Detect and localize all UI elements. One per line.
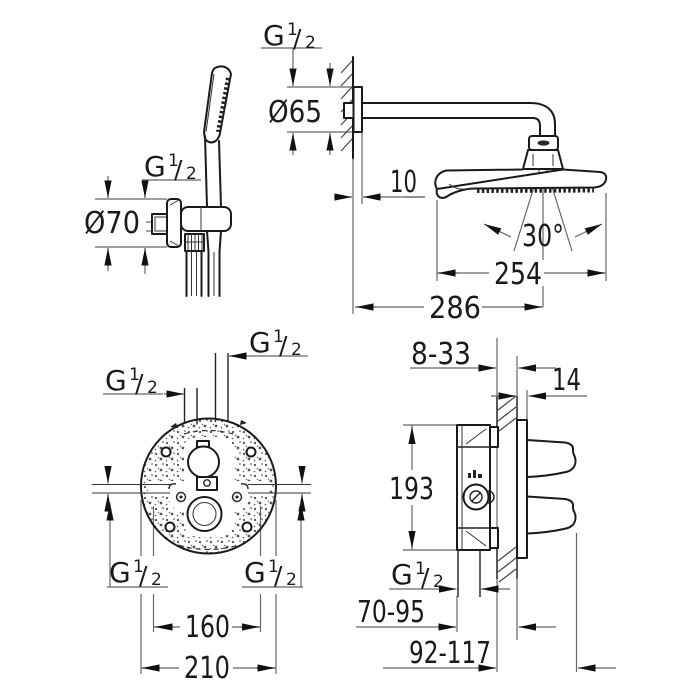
view-valve-front: 160 210 G 1 / 2 G 1 / 2 G 1 / 2 G 1 / 2: [92, 326, 311, 686]
thread-numerator: 1: [168, 151, 179, 171]
dim-backer: [489, 260, 544, 286]
dim-body-diameter: 210: [184, 651, 230, 686]
thread-slash: /: [139, 561, 148, 590]
valve-side-thread-label: G 1 / 2: [391, 558, 444, 592]
valve-front-thread-bottom-left: G 1 / 2: [109, 556, 162, 590]
dim-port-spacing: 160: [185, 610, 230, 645]
head-shower-arrows: [289, 48, 603, 238]
dim-backer: [388, 475, 436, 501]
view-head-shower: G 1 / 2 Ø65 10 30° 254 286: [261, 19, 608, 326]
dim-mounting-depth-range: 8-33: [411, 337, 471, 372]
dim-depth-min-range: 70-95: [357, 595, 425, 630]
thread-prefix: G: [244, 556, 266, 589]
thread-denominator: 2: [305, 33, 316, 53]
valve-front-arrows: [104, 352, 306, 587]
thread-slash: /: [274, 561, 283, 590]
thread-numerator: 1: [129, 365, 140, 385]
valve-front-thread-top-left: G 1 / 2: [105, 364, 158, 398]
hand-shower-dim-lines: [95, 176, 201, 274]
thread-denominator: 2: [433, 572, 444, 592]
thread-numerator: 1: [268, 557, 279, 577]
thread-numerator: 1: [287, 20, 298, 40]
thread-numerator: 1: [415, 559, 426, 579]
dim-swivel-angle: 30°: [522, 219, 564, 254]
dim-backer: [424, 295, 482, 320]
thread-prefix: G: [144, 150, 166, 183]
head-shower-arrows2: [356, 269, 605, 311]
dim-trim-thickness: 14: [552, 363, 581, 398]
valve-front-body: [92, 353, 311, 555]
head-shower-object: [343, 86, 608, 199]
thread-denominator: 2: [151, 570, 162, 590]
view-valve-side: 8-33 14 193 70-95 92-117 G 1 / 2: [356, 337, 616, 672]
dim-backer: [180, 613, 232, 640]
thread-prefix: G: [263, 19, 285, 52]
dim-hand-shower-diameter: Ø70: [84, 206, 140, 241]
dim-head-width: 254: [494, 257, 542, 292]
thread-denominator: 2: [286, 570, 297, 590]
dim-backer: [179, 654, 233, 681]
head-shower-thread-label: G 1 / 2: [263, 19, 316, 53]
dim-flange-depth: 10: [390, 165, 417, 200]
thread-prefix: G: [105, 364, 127, 397]
thread-slash: /: [174, 155, 183, 184]
dim-depth-max-range: 92-117: [409, 636, 491, 671]
valve-side-arrows: [408, 364, 596, 672]
thread-numerator: 1: [133, 557, 144, 577]
thread-prefix: G: [249, 326, 271, 359]
view-hand-shower: G 1 / 2 Ø70: [84, 65, 232, 297]
thread-slash: /: [421, 563, 430, 592]
thread-denominator: 2: [291, 340, 302, 360]
wall-hatching-valve-side: [496, 395, 518, 583]
valve-side-object: [456, 419, 577, 597]
thread-slash: /: [279, 331, 288, 360]
dim-head-shower-flange-diameter: Ø65: [268, 95, 322, 130]
thread-slash: /: [293, 24, 302, 53]
thread-numerator: 1: [273, 327, 284, 347]
thread-prefix: G: [391, 558, 413, 591]
dim-body-height: 193: [389, 472, 434, 507]
dim-arm-reach: 286: [429, 291, 481, 326]
hand-shower-thread-label: G 1 / 2: [144, 150, 197, 184]
valve-front-dim-arrows: [142, 623, 275, 672]
valve-front-thread-top-right: G 1 / 2: [249, 326, 302, 360]
thread-denominator: 2: [186, 164, 197, 184]
hand-shower-object: [151, 65, 232, 297]
thread-prefix: G: [109, 556, 131, 589]
thread-denominator: 2: [147, 378, 158, 398]
valve-front-thread-bottom-right: G 1 / 2: [244, 556, 297, 590]
thread-slash: /: [135, 369, 144, 398]
